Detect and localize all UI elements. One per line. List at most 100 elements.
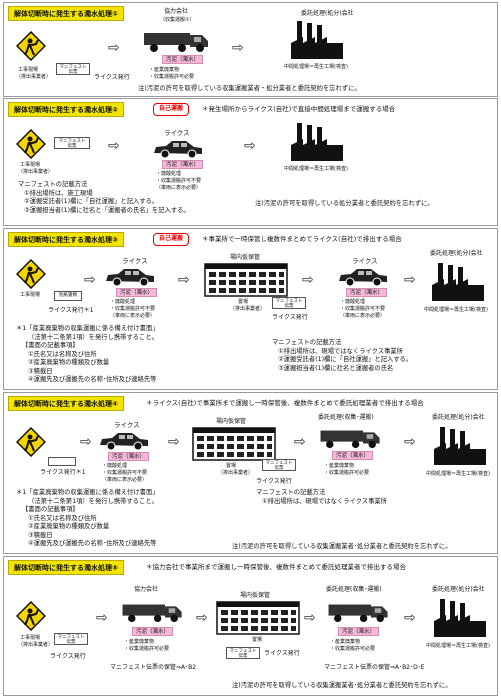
bullet-label: ・収集運搬許可不要	[102, 470, 148, 476]
facility-label: 中間処理場＝再生工場(検査)	[284, 64, 348, 70]
consign-company-label: 委託処理(処分)会社	[430, 250, 483, 257]
construction-worker-icon	[16, 259, 46, 289]
panel-4-title: 解体切断時に発生する濁水処理④	[8, 396, 124, 411]
manifest-storage-label: マニフェスト伝票の保管⇒A･B2･D･E	[324, 664, 425, 671]
method-item: ③運搬担当者(1)欄に社名と「運搬者の氏名」を記入する。	[24, 206, 190, 214]
license-issue-label: ライクス発行＊1	[48, 307, 94, 314]
form-item: ②産業廃棄物の種類及び数量	[28, 359, 110, 366]
license-issue-label: ライクス発行＊1	[40, 469, 86, 476]
office-label: 場内仮保管	[216, 418, 247, 425]
panel-5-title: 解体切断時に発生する濁水処理⑤	[8, 560, 124, 575]
manifest-box: マニフェスト 伝票	[262, 459, 296, 471]
arrow-icon: ⇨	[244, 138, 256, 154]
factory-icon	[434, 427, 486, 465]
dump-truck-icon	[144, 33, 208, 52]
bullet-label: ・収集運搬許可不要	[156, 178, 202, 184]
panel-1-title: 解体切断時に発生する濁水処理①	[8, 6, 124, 21]
panel-2-title: 解体切断時に発生する濁水処理②	[8, 102, 124, 117]
license-issue-label: ライクス発行	[50, 653, 86, 660]
consign-company-label: 委託処理(処分)会社	[432, 414, 485, 421]
form-note-block: ＊1「産業廃棄物の収集運搬に係る備え付け書面」 （法第十二条第1項）を発行し携帯…	[16, 489, 159, 549]
form-items-title: 【書面の記載事項】	[22, 506, 79, 513]
form-note: （法第十二条第1項）を発行し携帯すること。	[28, 497, 158, 505]
facility-label: 中間処理場＝再生工場(検査)	[284, 166, 348, 172]
dump-truck-icon	[122, 604, 182, 623]
site-label: 工事現場	[20, 162, 41, 168]
store-label: 置場	[252, 637, 263, 643]
store-sub-label: （排出事業者）	[230, 306, 266, 312]
manifest-box: マニフェスト 伝票	[54, 137, 90, 149]
manifest-box	[48, 457, 76, 466]
form-item: ③積載日	[28, 367, 53, 375]
method-title: マニフェストの記載方法	[272, 339, 342, 346]
form-item: ①氏名又は名称及び住所	[28, 350, 97, 358]
self-transport-badge: 自己運搬	[153, 233, 190, 246]
arrow-icon: ⇨	[108, 138, 120, 154]
manifest-method-block: マニフェストの記載方法 ①排出場所は、施工現場 ②運搬受託者(1)欄に「自社運搬…	[18, 181, 190, 215]
factory-icon	[291, 123, 343, 161]
manifest-box: マニフェスト 伝票	[56, 63, 90, 75]
bullet-label: ・収集運搬許可不要	[340, 306, 386, 312]
method-item: ①排出場所は、施工現場	[24, 189, 93, 197]
panel-2: 解体切断時に発生する濁水処理② 自己運搬 ＊発生場所からライクス(自社)で直接中…	[3, 98, 498, 226]
site-label: 工事現場	[18, 67, 39, 73]
arrow-icon: ⇨	[294, 434, 306, 450]
panel-1-note: 注)汚泥の許可を取得している収集運搬業者・処分業者と委託契約を忘れずに。	[138, 85, 361, 92]
arrow-icon: ⇨	[96, 610, 108, 626]
sludge-label: 汚泥（濁水）	[108, 452, 150, 461]
arrow-icon: ⇨	[108, 40, 120, 56]
panel-5-header-note: ＊協力会社で事業所まで運搬し一時保管後、複数件まとめて委託処理業者で排出する場合	[146, 563, 406, 571]
store-label: 置場	[238, 299, 249, 305]
manifest-method-block: マニフェストの記載方法 ①排出場所は、現場ではなくライクス事業所	[256, 489, 387, 506]
arrow-icon: ⇨	[404, 434, 416, 450]
consign-collect-label: 委託処理(収集･運搬)	[318, 414, 374, 421]
store-sub-label: （排出事業者）	[218, 470, 254, 476]
dump-truck-icon	[320, 430, 380, 449]
method-title: マニフェストの記載方法	[18, 181, 88, 188]
sludge-label: 汚泥（濁水）	[162, 160, 204, 169]
panel-3: 解体切断時に発生する濁水処理③ 自己運搬 ＊事業所で一時保管し複数件まとめてライ…	[3, 228, 498, 390]
car-icon	[339, 269, 387, 287]
vehicle-label: ライクス	[114, 421, 140, 429]
vehicle-label: ライクス	[352, 257, 378, 265]
form-item: ③積載日	[28, 531, 53, 539]
site-doc-box: 別紙書類	[54, 291, 82, 301]
form-items-title: 【書面の記載事項】	[22, 342, 79, 349]
industrial-waste-label: ・産業廃棄物	[149, 67, 180, 73]
method-item: ①排出場所は、現場ではなくライクス事業所	[278, 347, 403, 355]
car-icon	[106, 269, 154, 287]
consign-collect-label: 委託処理(収集･運搬)	[326, 586, 382, 593]
factory-icon	[291, 21, 343, 59]
panel-5-note: 注)汚泥の許可を取得している収集運搬業者･処分業者と委託契約を忘れずに。	[232, 682, 452, 689]
bullet-label: ・産業廃棄物	[324, 463, 355, 469]
sludge-label: 汚泥（濁水）	[116, 288, 158, 297]
factory-icon	[434, 599, 486, 637]
arrow-icon: ⇨	[302, 272, 314, 288]
method-item: ②運搬受託者(1)欄に「自社運搬」と記入する。	[278, 356, 413, 363]
partner-company-label: 協力会社	[164, 8, 189, 15]
manifest-box: マニフェスト 伝票	[226, 647, 260, 659]
panel-4: 解体切断時に発生する濁水処理④ ＊ライクス(自社)で事業所まで運搬し一時保管後、…	[3, 392, 498, 554]
manifest-box: マニフェスト 伝票	[272, 297, 306, 309]
method-item: ③運搬担当者(1)欄に社名と運搬者の氏名	[278, 364, 394, 372]
panel-3-title: 解体切断時に発生する濁水処理③	[8, 232, 124, 247]
bullet-label: ・収集運搬許可不要	[110, 306, 156, 312]
manifest-box: マニフェスト 伝票	[54, 633, 88, 645]
collect-permit-label: ・収集運搬許可必要	[149, 74, 195, 80]
consign-company-label: 委託処理(処分)会社	[301, 10, 354, 17]
site-sub-label: （排出事業者）	[18, 642, 54, 648]
panel-4-note: 注)汚泥の許可を取得している収集運搬業者･処分業者と委託契約を忘れずに。	[232, 543, 452, 550]
dump-truck-icon	[328, 604, 388, 623]
method-item: ②運搬受託者(1)欄に「自社運搬」と記入する。	[24, 198, 159, 205]
construction-worker-icon	[16, 601, 46, 631]
sludge-label: 汚泥（濁水）	[332, 451, 374, 460]
arrow-icon: ⇨	[178, 272, 190, 288]
factory-icon	[432, 263, 484, 301]
bullet-label: ・収集運搬許可必要	[330, 646, 376, 652]
manifest-storage-label: マニフェスト伝票の保管⇒A･B2	[110, 664, 197, 671]
license-issue-label: ライクス発行	[272, 314, 308, 321]
bullet-label: （車両に表示必要）	[110, 313, 156, 319]
panel-4-header-note: ＊ライクス(自社)で事業所まで運搬し一時保管後、複数件まとめて委託処理業者で排出…	[146, 399, 424, 407]
bullet-label: （車両に表示必要）	[102, 477, 148, 483]
store-label: 置場	[226, 463, 237, 469]
